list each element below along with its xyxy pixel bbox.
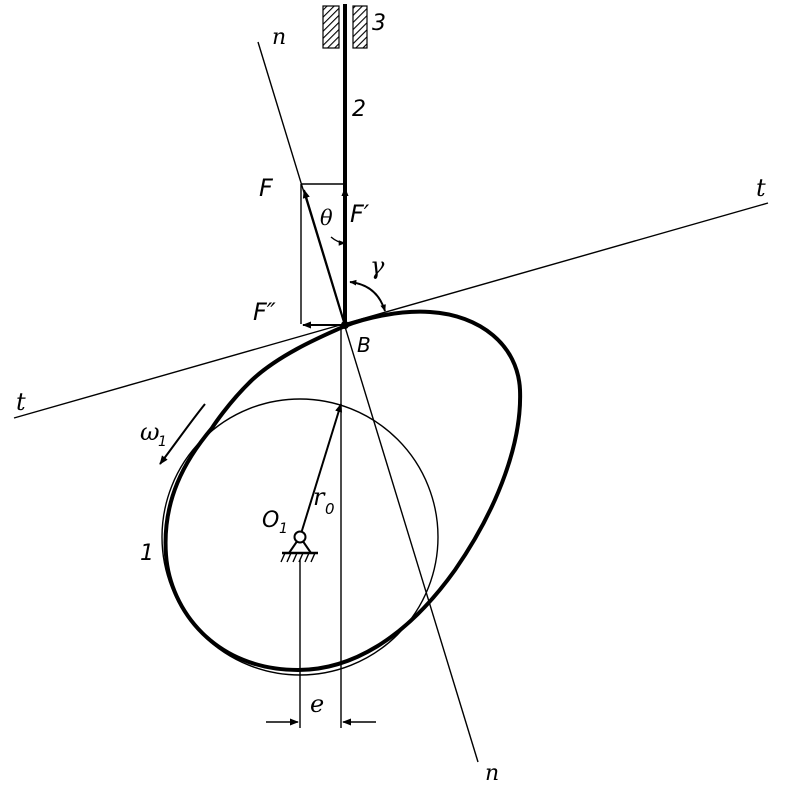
guide-block-left — [322, 5, 340, 49]
label-t-left: t — [16, 388, 26, 416]
radius-arrow — [299, 403, 343, 538]
svg-text:1: 1 — [158, 434, 167, 450]
label-t-right: t — [756, 174, 766, 202]
label-n-bottom: n — [485, 761, 499, 786]
svg-text:r: r — [313, 483, 326, 511]
label-guide: 3 — [372, 11, 386, 36]
label-force-F: F — [259, 174, 274, 202]
omega-arrow — [159, 403, 206, 465]
label-cam: 1 — [140, 541, 154, 566]
label-force-F-double-prime: F″ — [253, 298, 276, 326]
label-theta: θ — [320, 206, 333, 230]
tangent-line — [13, 202, 769, 419]
gamma-arc — [349, 279, 386, 312]
guide-frame — [322, 5, 368, 49]
force-F-arrow — [302, 189, 346, 326]
label-offset-e: e — [310, 690, 324, 718]
theta-arc — [330, 236, 346, 246]
normal-line — [257, 41, 479, 763]
pivot-support — [280, 530, 318, 563]
label-n-top: n — [272, 25, 286, 50]
label-omega: ω 1 — [140, 418, 167, 450]
svg-text:0: 0 — [325, 500, 335, 518]
svg-text:ω: ω — [140, 418, 160, 446]
cam-profile — [163, 309, 523, 673]
label-force-F-prime: F′ — [350, 200, 370, 228]
label-point-B: B — [357, 333, 371, 357]
guide-block-right — [352, 5, 368, 49]
svg-text:O: O — [262, 508, 279, 533]
label-gamma: γ — [370, 252, 385, 280]
svg-text:1: 1 — [279, 521, 288, 537]
label-follower: 2 — [352, 97, 366, 122]
label-radius-r0: r 0 — [313, 483, 335, 518]
contact-point-B — [341, 321, 349, 329]
label-center-O1: O 1 — [262, 508, 288, 537]
pivot-joint — [293, 530, 307, 544]
base-circle — [161, 398, 439, 676]
